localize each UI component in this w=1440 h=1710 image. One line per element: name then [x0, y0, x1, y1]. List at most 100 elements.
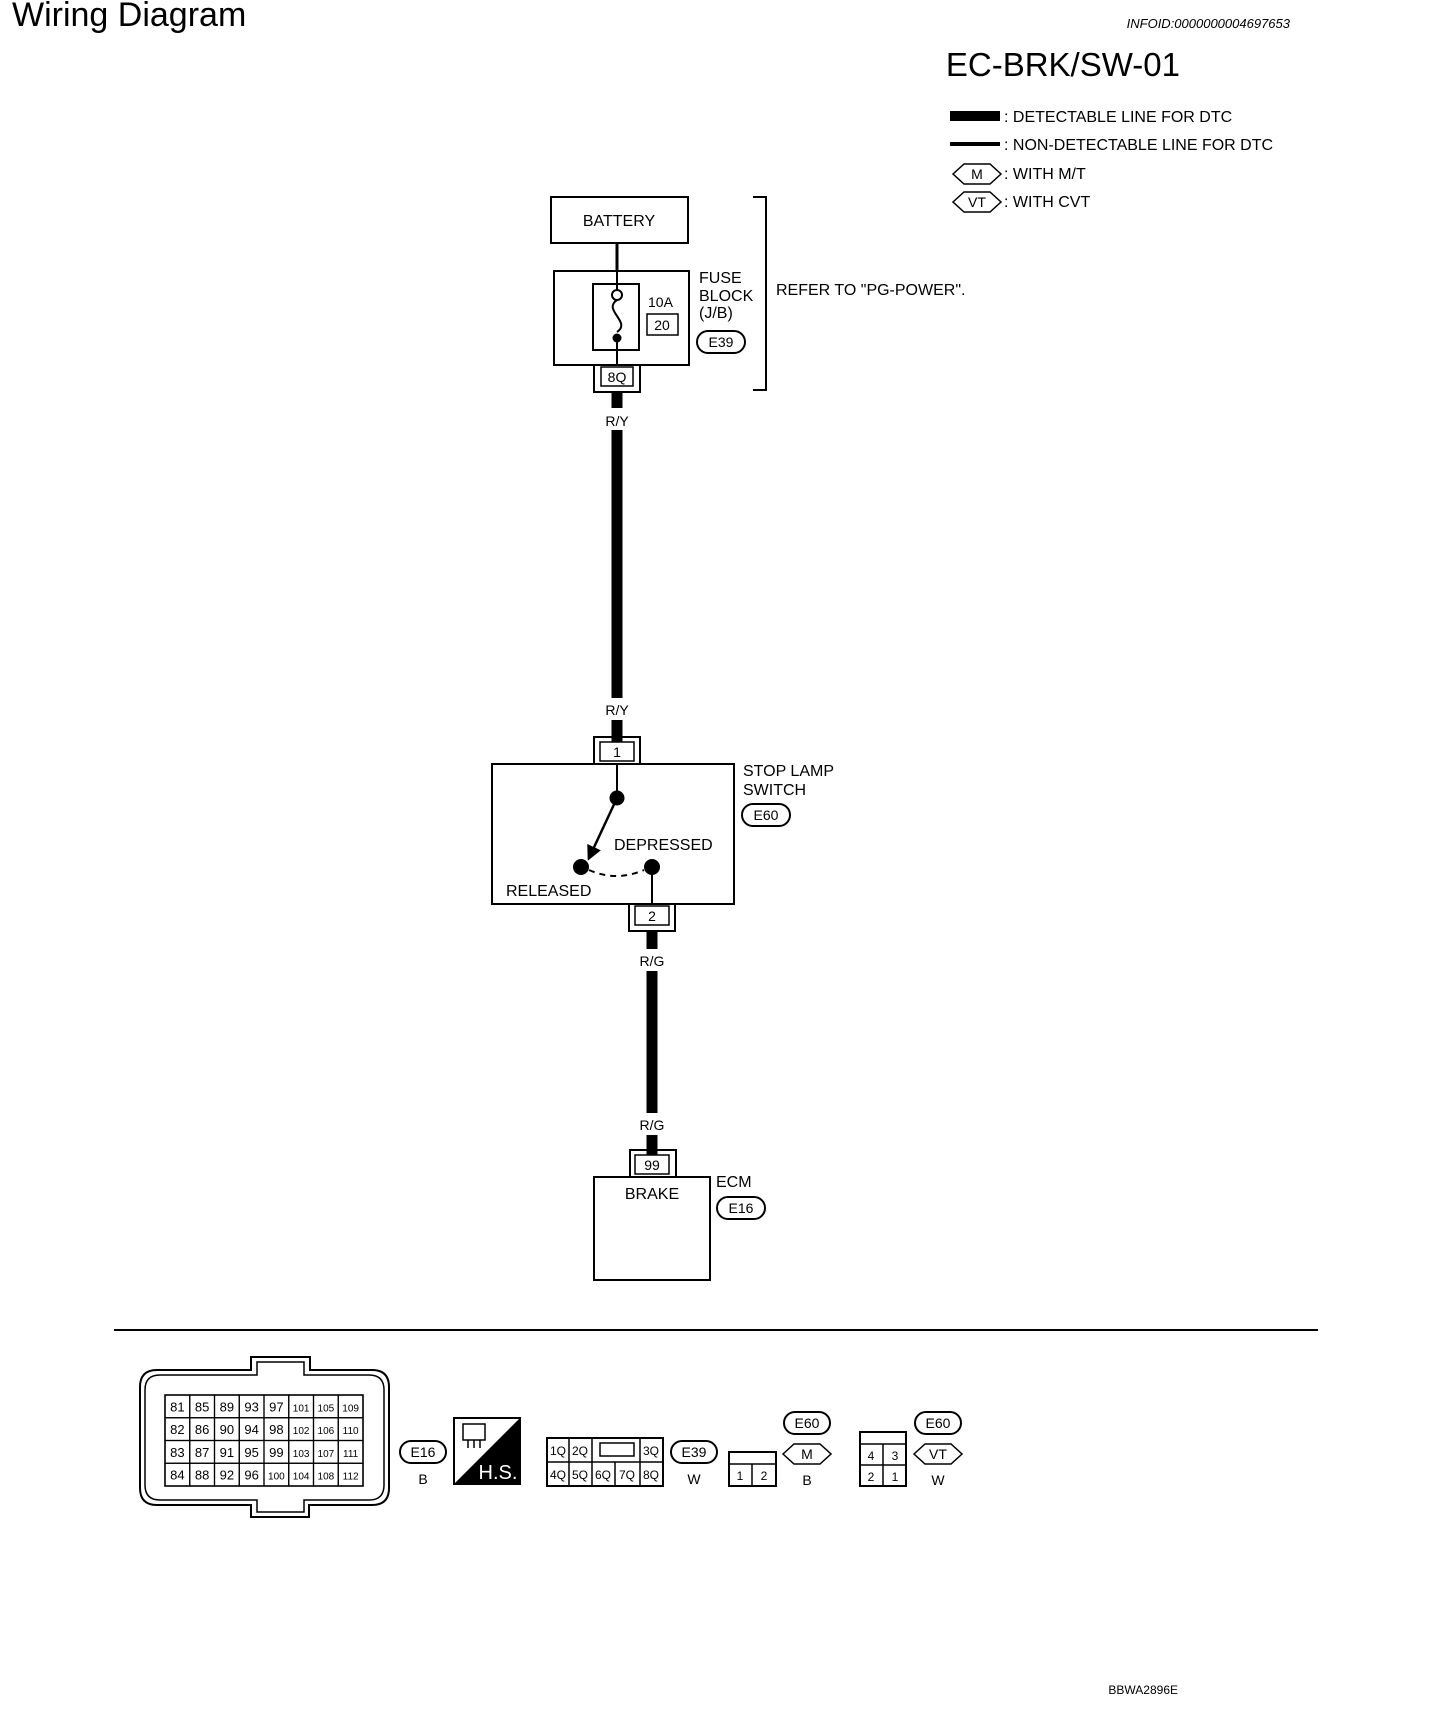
switch-released-label: RELEASED [506, 883, 591, 900]
e60-cvt-color: W [931, 1472, 945, 1488]
e39-pin-4q: 4Q [550, 1468, 566, 1482]
e60-cvt-pin-1: 1 [892, 1470, 899, 1484]
harness-side-icon: H.S. [453, 1417, 521, 1485]
e16-housing [139, 1356, 390, 1518]
fuse-block-box [553, 270, 690, 366]
ecm-box [593, 1176, 711, 1281]
wire-rg-label-bg-top [632, 949, 672, 971]
legend-detectable-swatch [950, 111, 1000, 121]
e60-cvt-pin-3: 3 [892, 1449, 899, 1463]
e16-pin-106: 106 [318, 1426, 335, 1437]
mt-symbol-icon [951, 163, 1003, 185]
e16-pin-95: 95 [244, 1445, 258, 1460]
stop-lamp-switch-connector-id: E60 [754, 807, 779, 823]
e16-pin-83: 83 [170, 1445, 184, 1460]
e16-pin-82: 82 [170, 1422, 184, 1437]
e16-pin-111: 111 [343, 1449, 359, 1460]
wire-ry-label-bg-bottom [598, 698, 636, 720]
switch-contact-depressed [644, 859, 660, 875]
switch-depressed-label: DEPRESSED [614, 837, 713, 854]
fuse-block-label-3: (J/B) [699, 305, 733, 322]
legend-cvt-label: : WITH CVT [1004, 194, 1090, 211]
e39-connector-view: 1Q 2Q 3Q 4Q 5Q 6Q 7Q 8Q [546, 1437, 664, 1487]
e60-cvt-pin-2: 2 [868, 1470, 875, 1484]
e16-pin-88: 88 [195, 1468, 209, 1483]
e16-pin-97: 97 [269, 1399, 283, 1414]
figure-id: BBWA2896E [1108, 1683, 1178, 1697]
battery-box [550, 196, 689, 244]
e16-id-badge [399, 1440, 447, 1464]
e16-color: B [418, 1471, 427, 1487]
e16-pin-109: 109 [342, 1403, 359, 1414]
legend-mt-label: : WITH M/T [1004, 166, 1086, 183]
e16-pin-102: 102 [293, 1426, 310, 1437]
e16-pin-81: 81 [170, 1399, 184, 1414]
e39-pin-2q: 2Q [572, 1444, 588, 1458]
e16-pin-89: 89 [220, 1399, 234, 1414]
e16-pin-cell [337, 1462, 364, 1487]
ecm-brake-input: BRAKE [625, 1186, 679, 1203]
e16-pin-86: 86 [195, 1422, 209, 1437]
terminal-1-bracket [593, 736, 641, 764]
e16-pin-99: 99 [269, 1445, 283, 1460]
e39-pin-3q: 3Q [643, 1444, 659, 1458]
fuse-number-box [646, 313, 679, 336]
diagram-id: EC-BRK/SW-01 [945, 46, 1180, 83]
ecm-label: ECM [716, 1174, 752, 1191]
terminal-99: 99 [644, 1157, 660, 1173]
refer-note: REFER TO "PG-POWER". [776, 282, 965, 299]
legend-detectable-label: : DETECTABLE LINE FOR DTC [1004, 109, 1232, 126]
e60-mt-id: E60 [795, 1415, 820, 1431]
stop-lamp-switch-label-2: SWITCH [743, 782, 806, 799]
e60-mt-pin-2: 2 [761, 1469, 768, 1483]
info-id: INFOID:0000000004697653 [1126, 16, 1290, 31]
e16-pin-112: 112 [343, 1472, 359, 1483]
stop-lamp-switch-connector-badge [741, 803, 791, 827]
page-title: Wiring Diagram [12, 0, 247, 34]
e16-pin-91: 91 [220, 1445, 234, 1460]
terminal-1-box [599, 741, 635, 762]
e16-pin-101: 101 [293, 1403, 310, 1414]
stop-lamp-switch-label-1: STOP LAMP [743, 763, 834, 780]
e39-id: E39 [682, 1444, 707, 1460]
wire-ry-label-bg-top [598, 408, 636, 430]
wire-rg-label-bottom: R/G [640, 1117, 665, 1133]
terminal-99-bracket [629, 1149, 677, 1177]
e16-pin-100: 100 [268, 1472, 285, 1483]
e16-pin-93: 93 [244, 1399, 258, 1414]
fuse-element-icon [611, 299, 623, 333]
legend: : DETECTABLE LINE FOR DTC : NON-DETECTAB… [950, 109, 1273, 213]
e60-cvt-connector-view: 4 3 2 1 [859, 1431, 907, 1487]
e16-pin-110: 110 [343, 1426, 359, 1437]
e39-pin-6q: 6Q [595, 1468, 611, 1482]
e60-mt-variant: M [801, 1446, 813, 1462]
ecm-connector-id: E16 [729, 1200, 754, 1216]
ecm-connector-badge [716, 1196, 766, 1220]
wire-ry-label-top: R/Y [605, 413, 629, 429]
fuse-block-label-1: FUSE [699, 270, 742, 287]
e16-pin-92: 92 [220, 1468, 234, 1483]
e16-pin-85: 85 [195, 1399, 209, 1414]
refer-bracket [753, 196, 767, 391]
e16-pin-94: 94 [244, 1422, 258, 1437]
e60-mt-pin-1: 1 [737, 1469, 744, 1483]
mt-symbol-text: M [971, 166, 983, 182]
fuse-number: 20 [654, 317, 670, 333]
battery-label: BATTERY [583, 213, 656, 230]
e16-pin-96: 96 [244, 1468, 258, 1483]
switch-lever [587, 797, 619, 861]
e16-pin-103: 103 [293, 1449, 310, 1460]
fuse-block-connector-id: E39 [709, 334, 734, 350]
e60-mt-id-badge [783, 1411, 831, 1435]
terminal-99-box [634, 1154, 670, 1175]
terminal-8q-box [600, 366, 634, 387]
fuse-block-connector-badge [696, 330, 746, 354]
switch-dashed-link [588, 869, 645, 877]
e60-cvt-id: E60 [926, 1415, 951, 1431]
terminal-2: 2 [648, 908, 656, 924]
e39-pin-8q: 8Q [643, 1468, 659, 1482]
e60-cvt-variant: VT [929, 1446, 947, 1462]
terminal-2-box [634, 905, 670, 926]
e16-id: E16 [411, 1444, 436, 1460]
